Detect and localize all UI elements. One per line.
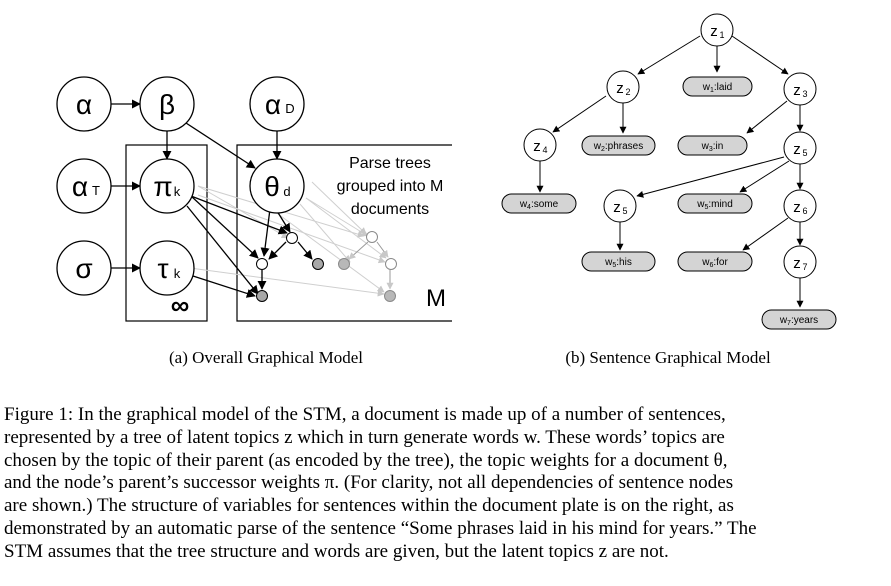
z-node: z 5 bbox=[603, 189, 637, 223]
node-alpha-d: α D bbox=[249, 76, 305, 132]
svg-text:w7:years: w7:years bbox=[779, 315, 818, 327]
svg-text:k: k bbox=[174, 184, 181, 199]
svg-text:σ: σ bbox=[75, 253, 92, 284]
svg-text:α: α bbox=[72, 171, 88, 202]
svg-text:z: z bbox=[793, 255, 801, 272]
parse-tree-2-edges bbox=[348, 241, 394, 290]
node-pi: π k bbox=[139, 158, 195, 214]
caption-line: chosen by the topic of their parent (as … bbox=[4, 449, 728, 471]
note-line-1: Parse trees bbox=[349, 155, 431, 172]
observed-word-node bbox=[338, 258, 350, 270]
node-alpha: α bbox=[56, 76, 112, 132]
caption-line: are shown.) The structure of variables f… bbox=[4, 495, 734, 517]
parse-tree-2-nodes bbox=[338, 231, 397, 302]
caption-line: and the node’s parent’s successor weight… bbox=[4, 472, 734, 494]
note-line-3: documents bbox=[351, 201, 429, 218]
word-node: w7:years bbox=[761, 309, 837, 330]
subcaption-a: (a) Overall Graphical Model bbox=[169, 348, 363, 367]
svg-text:7: 7 bbox=[802, 262, 807, 272]
node-beta: β bbox=[139, 76, 195, 132]
svg-text:z: z bbox=[793, 82, 801, 99]
tree-node bbox=[385, 258, 397, 270]
svg-text:w5:mind: w5:mind bbox=[696, 199, 733, 211]
plate-m bbox=[236, 144, 452, 322]
plate-k-label: ∞ bbox=[171, 290, 190, 320]
svg-text:β: β bbox=[159, 89, 175, 120]
svg-text:α: α bbox=[76, 89, 92, 120]
caption-line: demonstrated by an automatic parse of th… bbox=[4, 517, 757, 539]
node-alpha-t: α T bbox=[56, 158, 112, 214]
tree-node bbox=[286, 232, 298, 244]
z-node: z 1 bbox=[700, 13, 734, 47]
plate-m-label: M bbox=[426, 285, 446, 312]
z-node: z 6 bbox=[783, 189, 817, 223]
overall-graphical-model: α β α D α T π k θ d σ bbox=[56, 76, 452, 367]
parse-tree-1-nodes bbox=[256, 232, 324, 302]
z-node: z 5 bbox=[783, 131, 817, 165]
svg-text:τ: τ bbox=[157, 253, 168, 284]
model-edges bbox=[110, 99, 313, 298]
tree-node bbox=[366, 231, 378, 243]
svg-text:α: α bbox=[265, 89, 281, 120]
sentence-edges bbox=[536, 35, 804, 308]
svg-text:5: 5 bbox=[622, 206, 627, 216]
caption-line: STM assumes that the tree structure and … bbox=[4, 540, 669, 562]
node-theta: θ d bbox=[249, 158, 305, 214]
svg-text:w3:in: w3:in bbox=[701, 141, 724, 153]
z-node: z 4 bbox=[523, 128, 557, 162]
svg-text:π: π bbox=[153, 171, 172, 202]
word-node: w5:mind bbox=[677, 193, 753, 214]
svg-text:d: d bbox=[283, 184, 290, 199]
z-node: z 2 bbox=[606, 70, 640, 104]
sentence-graphical-model: z 1 z 2 z 3 z 4 z 5 z 5 z bbox=[501, 13, 837, 367]
svg-text:w2:phrases: w2:phrases bbox=[593, 141, 644, 153]
svg-text:z: z bbox=[616, 80, 624, 97]
figure-caption: Figure 1: In the graphical model of the … bbox=[4, 404, 888, 564]
word-node: w6:for bbox=[677, 251, 753, 272]
svg-text:w4:some: w4:some bbox=[519, 199, 559, 211]
svg-text:1: 1 bbox=[719, 30, 724, 40]
word-node: w5:his bbox=[581, 251, 656, 272]
subcaption-b: (b) Sentence Graphical Model bbox=[565, 348, 771, 367]
observed-word-node bbox=[256, 290, 268, 302]
svg-text:z: z bbox=[793, 199, 801, 216]
svg-text:w1:laid: w1:laid bbox=[702, 82, 733, 94]
svg-text:θ: θ bbox=[264, 171, 280, 202]
word-node: w4:some bbox=[501, 193, 577, 214]
observed-word-node bbox=[384, 290, 396, 302]
svg-text:w5:his: w5:his bbox=[604, 257, 632, 269]
parse-tree-light-edges bbox=[189, 181, 387, 297]
svg-text:z: z bbox=[710, 23, 718, 40]
word-node: w2:phrases bbox=[581, 135, 656, 156]
svg-text:T: T bbox=[92, 183, 100, 198]
observed-word-node bbox=[312, 258, 324, 270]
svg-text:w6:for: w6:for bbox=[701, 257, 728, 269]
svg-text:3: 3 bbox=[802, 89, 807, 99]
word-node: w1:laid bbox=[682, 76, 753, 97]
svg-text:D: D bbox=[285, 101, 294, 116]
svg-text:2: 2 bbox=[625, 87, 630, 97]
svg-text:4: 4 bbox=[542, 145, 547, 155]
svg-text:z: z bbox=[613, 199, 621, 216]
svg-text:k: k bbox=[174, 266, 181, 281]
svg-text:6: 6 bbox=[802, 206, 807, 216]
z-node: z 7 bbox=[783, 245, 817, 279]
tree-node bbox=[256, 258, 268, 270]
caption-line: represented by a tree of latent topics z… bbox=[4, 426, 725, 448]
svg-text:z: z bbox=[533, 138, 541, 155]
node-tau: τ k bbox=[139, 240, 195, 296]
svg-text:z: z bbox=[793, 141, 801, 158]
svg-text:5: 5 bbox=[802, 148, 807, 158]
node-sigma: σ bbox=[56, 240, 112, 296]
z-node: z 3 bbox=[783, 72, 817, 106]
word-node: w3:in bbox=[677, 135, 748, 156]
caption-line: Figure 1: In the graphical model of the … bbox=[4, 404, 726, 425]
note-line-2: grouped into M bbox=[337, 178, 444, 195]
